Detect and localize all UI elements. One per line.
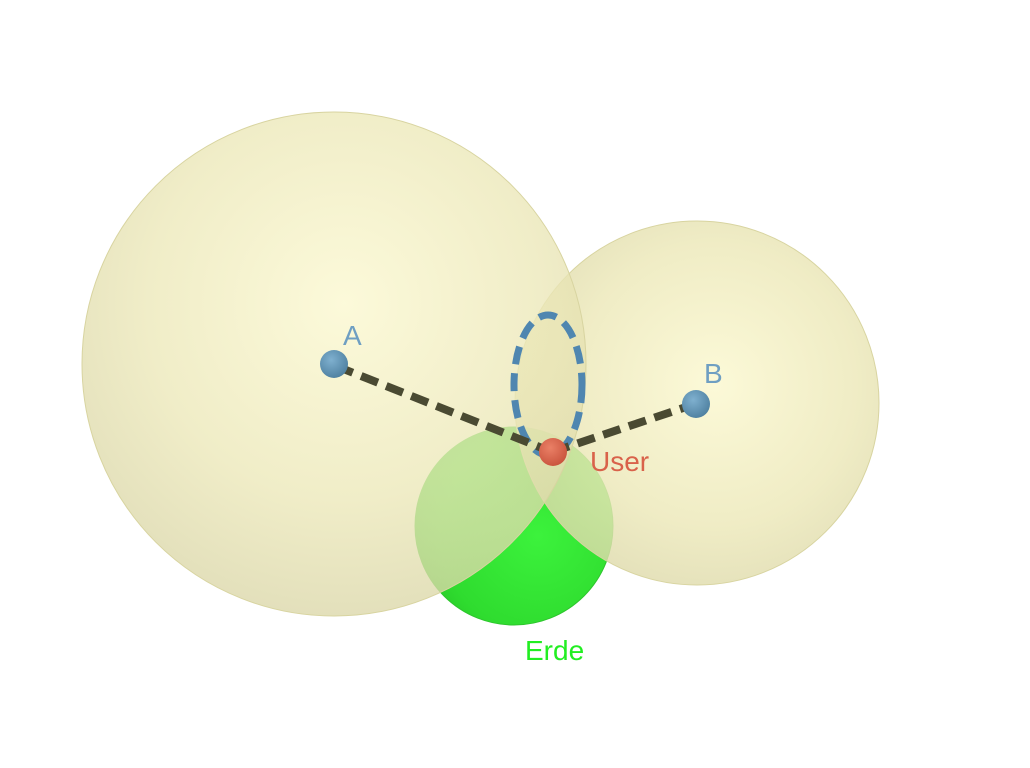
point-b-label: B — [704, 358, 723, 389]
distance-line-a — [334, 362, 554, 456]
user-point — [539, 438, 567, 466]
distance-line-b — [550, 400, 697, 456]
point-a — [320, 350, 348, 378]
point-b — [682, 390, 710, 418]
point-a-label: A — [343, 320, 362, 351]
user-label: User — [590, 446, 649, 477]
earth-label: Erde — [525, 635, 584, 666]
